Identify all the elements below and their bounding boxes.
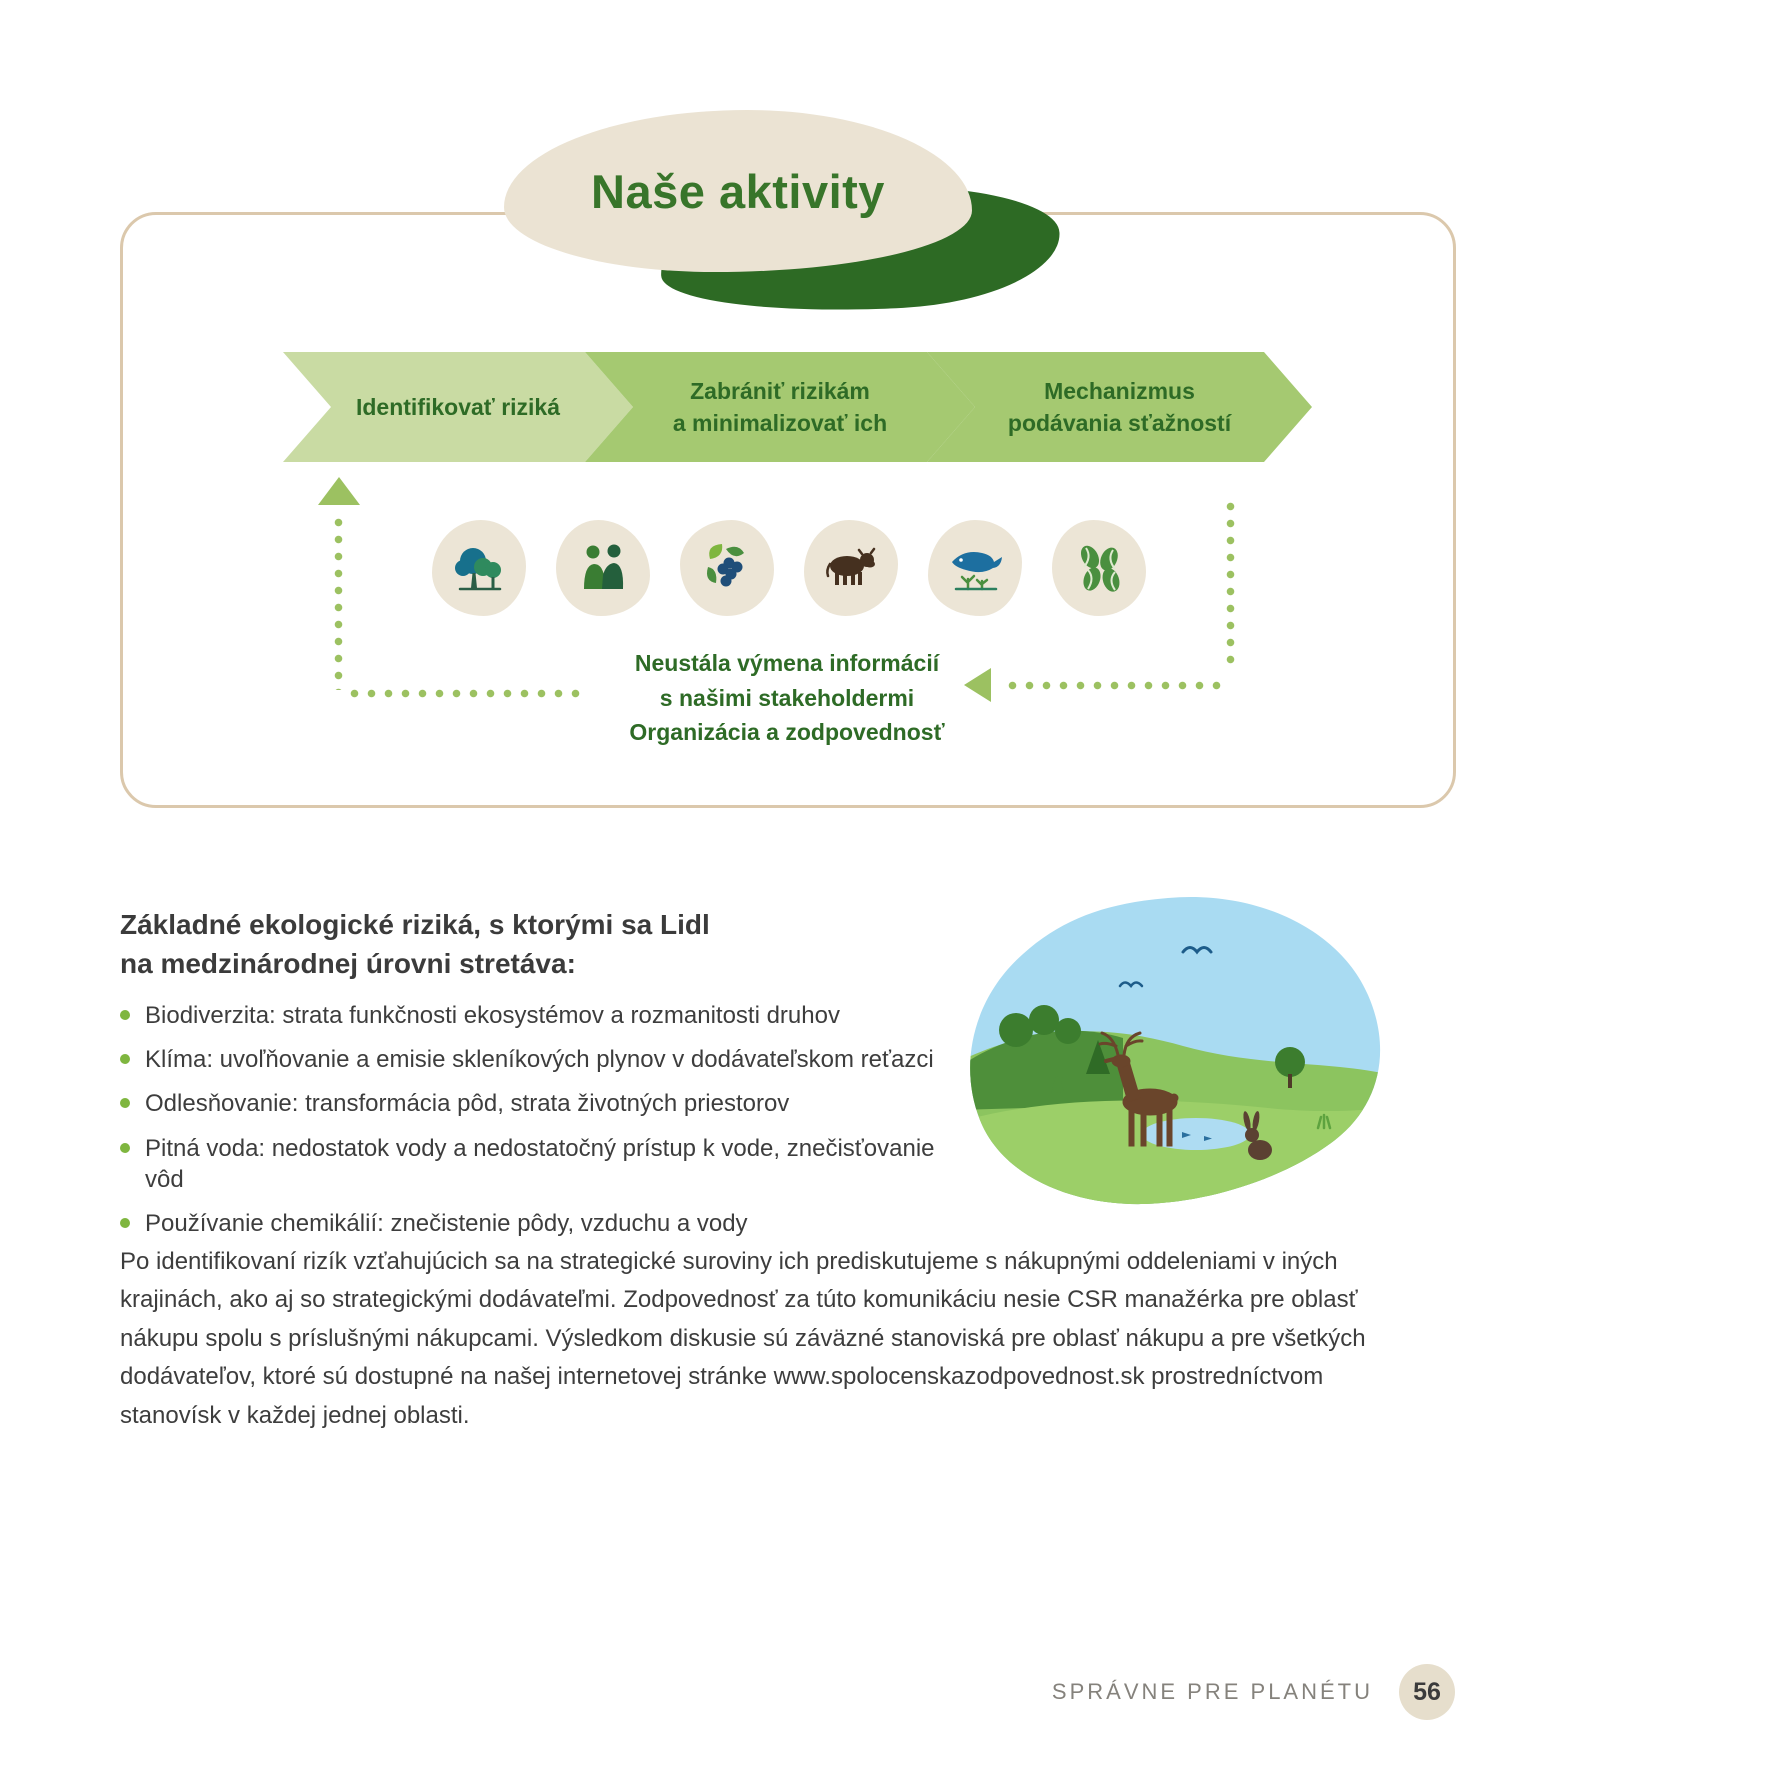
icon-blob-trees [432, 520, 526, 616]
risk-text: Pitná voda: nedostatok vody a nedostatoč… [145, 1134, 935, 1193]
partnership-icon [584, 544, 624, 589]
step-label-line1: Zabrániť rizikám [690, 377, 870, 404]
risks-heading-line2: na medzinárodnej úrovni stretáva: [120, 948, 576, 980]
step-prevent-risks: Zabrániť rizikám a minimalizovať ich [585, 352, 975, 462]
risk-item: Klíma: uvoľňovanie a emisie skleníkových… [120, 1044, 950, 1075]
cattle-icon [826, 547, 876, 585]
note-line3: Organizácia a zodpovednosť [629, 719, 945, 745]
bullet-dot-icon [120, 1098, 130, 1109]
footer-section-label: SPRÁVNE PRE PLANÉTU [1051, 1679, 1373, 1704]
page-number-badge: 56 [1399, 1664, 1455, 1720]
step-label-line2: podávania sťažností [1007, 410, 1232, 436]
step-label-line2: a minimalizovať ich [672, 410, 888, 436]
risk-text: Používanie chemikálií: znečistenie pôdy,… [145, 1209, 748, 1237]
beans-icon [1080, 545, 1120, 592]
produce-icon [707, 544, 744, 587]
risk-text: Klíma: uvoľňovanie a emisie skleníkových… [145, 1046, 934, 1074]
body-paragraph: Po identifikovaní rizík vzťahujúcich sa … [120, 1248, 1366, 1429]
rabbit-icon [1243, 1111, 1272, 1160]
bullet-dot-icon [120, 1010, 130, 1020]
stakeholder-note: Neustála výmena informácií s našimi stak… [598, 646, 976, 750]
risks-heading: Základné ekologické riziká, s ktorými sa… [120, 905, 710, 983]
marine-icon [952, 552, 1002, 591]
risk-item: Odlesňovanie: transformácia pôd, strata … [120, 1088, 950, 1119]
risks-list: Biodiverzita: strata funkčnosti ekosysté… [120, 1000, 950, 1252]
arrow-up-icon [318, 477, 360, 505]
feedback-line-left-vertical [334, 514, 343, 690]
feedback-line-right-vertical [1226, 498, 1235, 670]
step-identify-risks: Identifikovať riziká [283, 352, 633, 462]
risk-item: Pitná voda: nedostatok vody a nedostatoč… [120, 1133, 950, 1195]
risk-text: Odlesňovanie: transformácia pôd, strata … [145, 1090, 790, 1118]
bullet-dot-icon [120, 1142, 130, 1153]
bullet-dot-icon [120, 1054, 130, 1065]
feedback-line-left-horizontal [346, 689, 586, 698]
nature-scene-icon [970, 896, 1381, 1205]
icon-blob-cattle [804, 520, 898, 616]
trees-icon [455, 548, 502, 591]
step-complaint-mechanism: Mechanizmus podávania sťažností [927, 352, 1312, 462]
icon-blob-produce [680, 520, 774, 616]
icon-blob-marine [928, 520, 1022, 616]
process-arrows: Identifikovať riziká Zabrániť rizikám a … [283, 352, 1312, 462]
deer-icon [1098, 1031, 1179, 1147]
risks-heading-line1: Základné ekologické riziká, s ktorými sa… [120, 909, 710, 940]
feedback-line-right-horizontal [1004, 681, 1228, 690]
page-title: Naše aktivity [591, 164, 885, 218]
arrow-left-icon [964, 668, 991, 702]
icon-blob-partnership [556, 520, 650, 616]
note-line2: s našimi stakeholdermi [659, 684, 915, 711]
page-footer: SPRÁVNE PRE PLANÉTU 56 [120, 1664, 1455, 1720]
commodity-icons-row [432, 520, 1146, 616]
icon-blob-beans [1052, 520, 1146, 616]
bullet-dot-icon [120, 1217, 130, 1228]
step-label-line1: Mechanizmus [1044, 377, 1195, 404]
risk-item: Biodiverzita: strata funkčnosti ekosysté… [120, 1000, 950, 1031]
note-line1: Neustála výmena informácií [634, 650, 940, 676]
risk-text: Biodiverzita: strata funkčnosti ekosysté… [145, 1002, 840, 1029]
risk-item: Používanie chemikálií: znečistenie pôdy,… [120, 1208, 950, 1239]
landscape-illustration [958, 890, 1396, 1230]
step-label: Identifikovať riziká [355, 393, 561, 420]
title-beige-blob: Naše aktivity [504, 110, 972, 272]
